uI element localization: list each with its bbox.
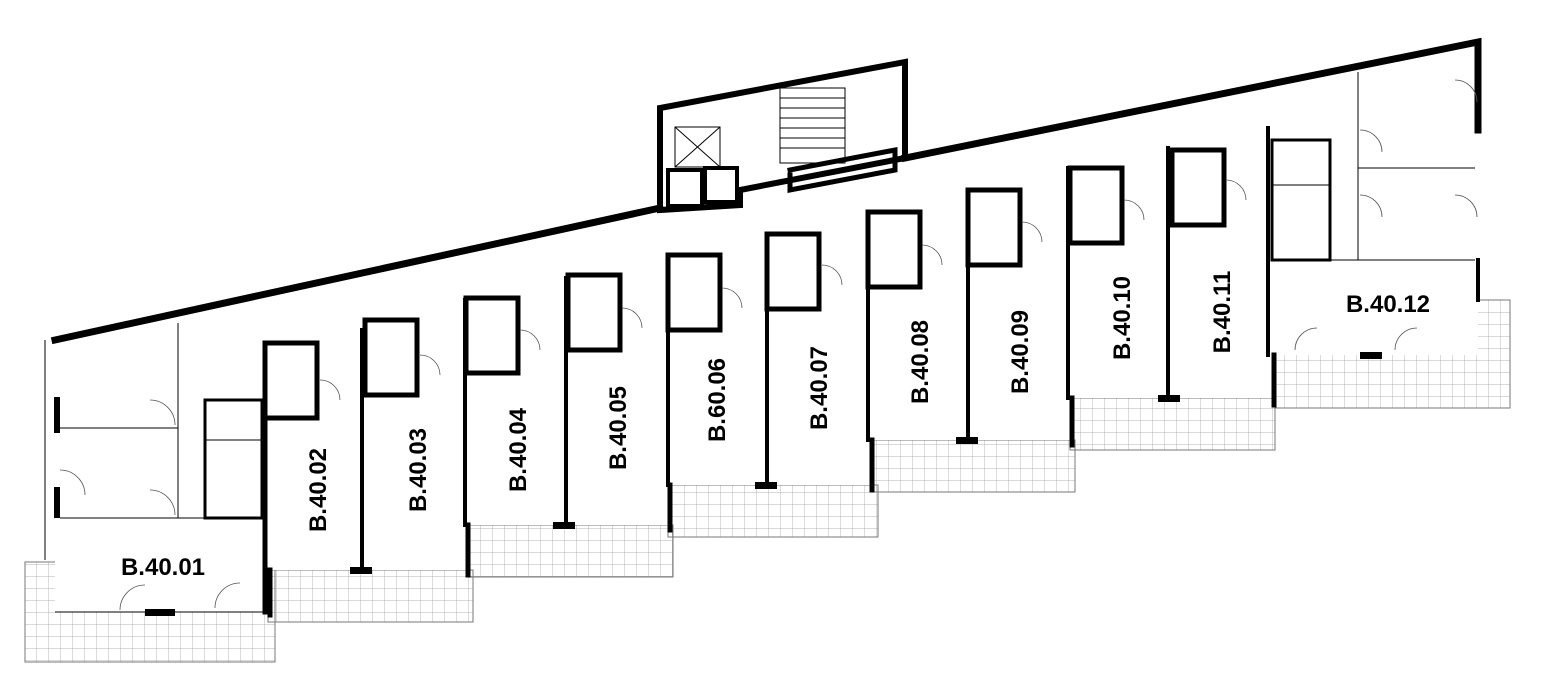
unit-label-b4005: B.40.05 bbox=[605, 386, 632, 470]
stair-core bbox=[657, 58, 908, 214]
unit-label-b4004: B.40.04 bbox=[505, 407, 532, 492]
unit-label-b4008: B.40.08 bbox=[907, 320, 934, 404]
unit-label-b4001: B.40.01 bbox=[121, 554, 205, 581]
unit-label-b4010: B.40.10 bbox=[1109, 276, 1136, 360]
balcony-10-11 bbox=[1069, 397, 1276, 451]
unit-label-b6006: B.60.06 bbox=[704, 358, 731, 442]
unit-label-b4007: B.40.07 bbox=[806, 346, 833, 430]
unit-label-b4012: B.40.12 bbox=[1346, 291, 1430, 318]
unit-label-b4003: B.40.03 bbox=[405, 428, 432, 512]
unit-b4002 bbox=[262, 328, 364, 573]
unit-label-b4002: B.40.02 bbox=[305, 448, 332, 532]
outer-walls bbox=[44, 37, 1482, 618]
unit-label-b4011: B.40.11 bbox=[1209, 271, 1236, 354]
balcony-02-03 bbox=[267, 569, 474, 623]
unit-labels: B.40.01 B.40.02 B.40.03 B.40.04 B.40.05 … bbox=[121, 271, 1430, 581]
balcony-08-09 bbox=[869, 439, 1076, 493]
units bbox=[59, 72, 1478, 615]
unit-label-b4009: B.40.09 bbox=[1007, 310, 1034, 394]
unit-b4012 bbox=[1270, 72, 1478, 351]
balcony-06-07 bbox=[667, 484, 879, 538]
unit-b4011 bbox=[1169, 126, 1270, 357]
balcony-04-05 bbox=[467, 524, 674, 578]
unit-b4010 bbox=[1067, 146, 1170, 400]
